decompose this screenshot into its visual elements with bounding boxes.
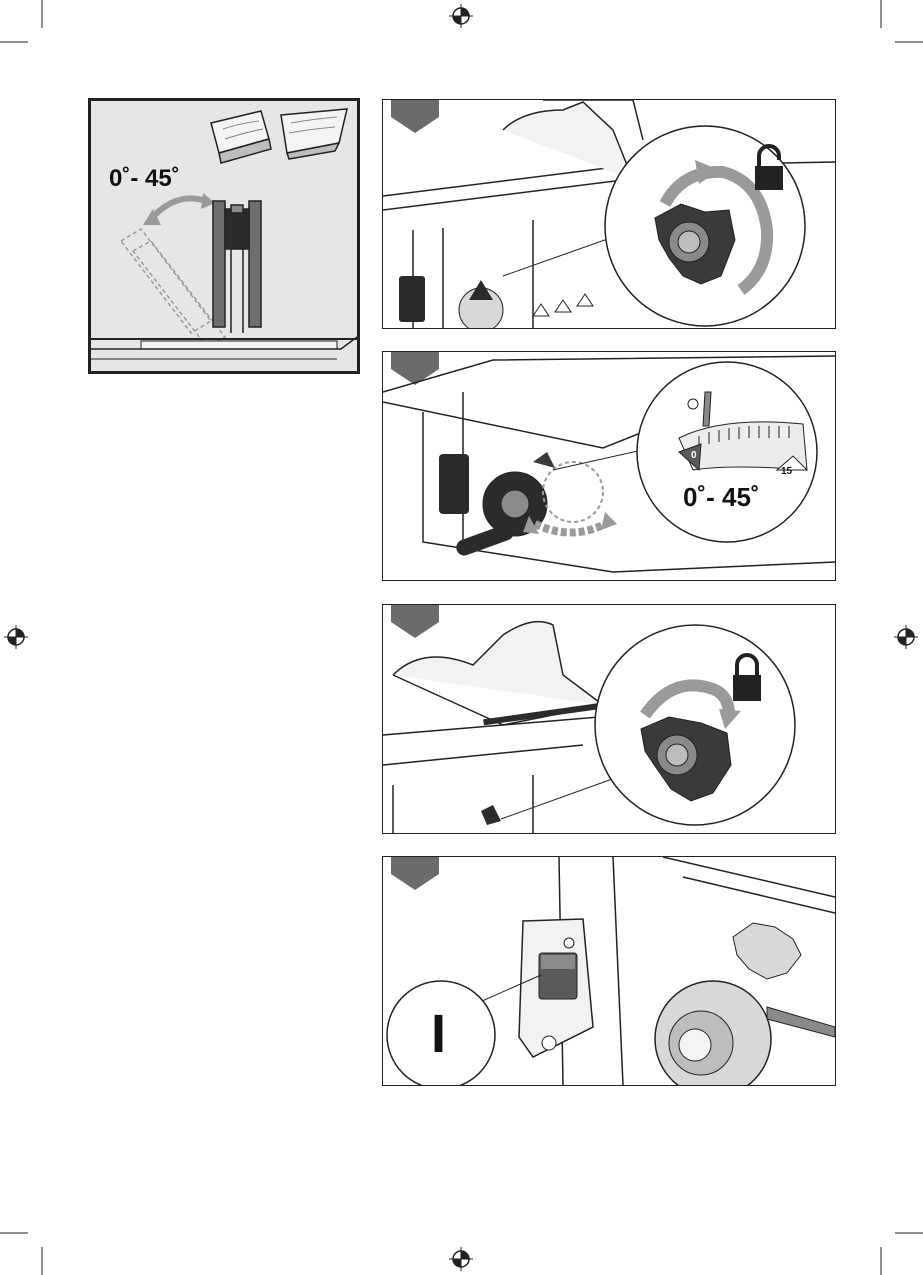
scale-zero-label: 0 [691, 450, 697, 461]
step-4-drawing [383, 857, 835, 1085]
blade-assembly [213, 201, 261, 333]
step-3-drawing [383, 605, 835, 833]
bevel-overview-panel: 0˚- 45˚ [88, 98, 360, 374]
step-1-panel [382, 99, 836, 329]
step-2-drawing [383, 352, 835, 580]
step-1-drawing [383, 100, 835, 328]
step-2-angle-label: 0˚- 45˚ [683, 482, 760, 513]
registration-mark-left [4, 625, 28, 649]
workpiece-icon [211, 109, 347, 163]
power-switch-housing [399, 276, 425, 322]
registration-mark-bottom [449, 1247, 473, 1271]
scale-pointer-icon [703, 392, 711, 426]
height-handwheel [655, 981, 771, 1085]
overview-angle-label: 0˚- 45˚ [109, 165, 180, 193]
bevel-overview-drawing [91, 101, 357, 371]
bevel-arrow-icon [151, 198, 206, 219]
power-switch-housing [439, 454, 469, 514]
step-4-panel: I [382, 856, 836, 1086]
scale-fifteen-label: 15 [781, 466, 792, 477]
rotation-arrow-icon [535, 522, 609, 533]
step-3-panel [382, 604, 836, 834]
registration-mark-top [449, 4, 473, 28]
power-switch-icon [519, 919, 593, 1057]
bevel-knob-icon [733, 923, 801, 979]
registration-mark-right [894, 625, 918, 649]
switch-on-symbol: I [431, 1003, 446, 1065]
step-2-panel: 0 15 0˚- 45˚ [382, 351, 836, 581]
bevel-knob-small [481, 805, 501, 825]
